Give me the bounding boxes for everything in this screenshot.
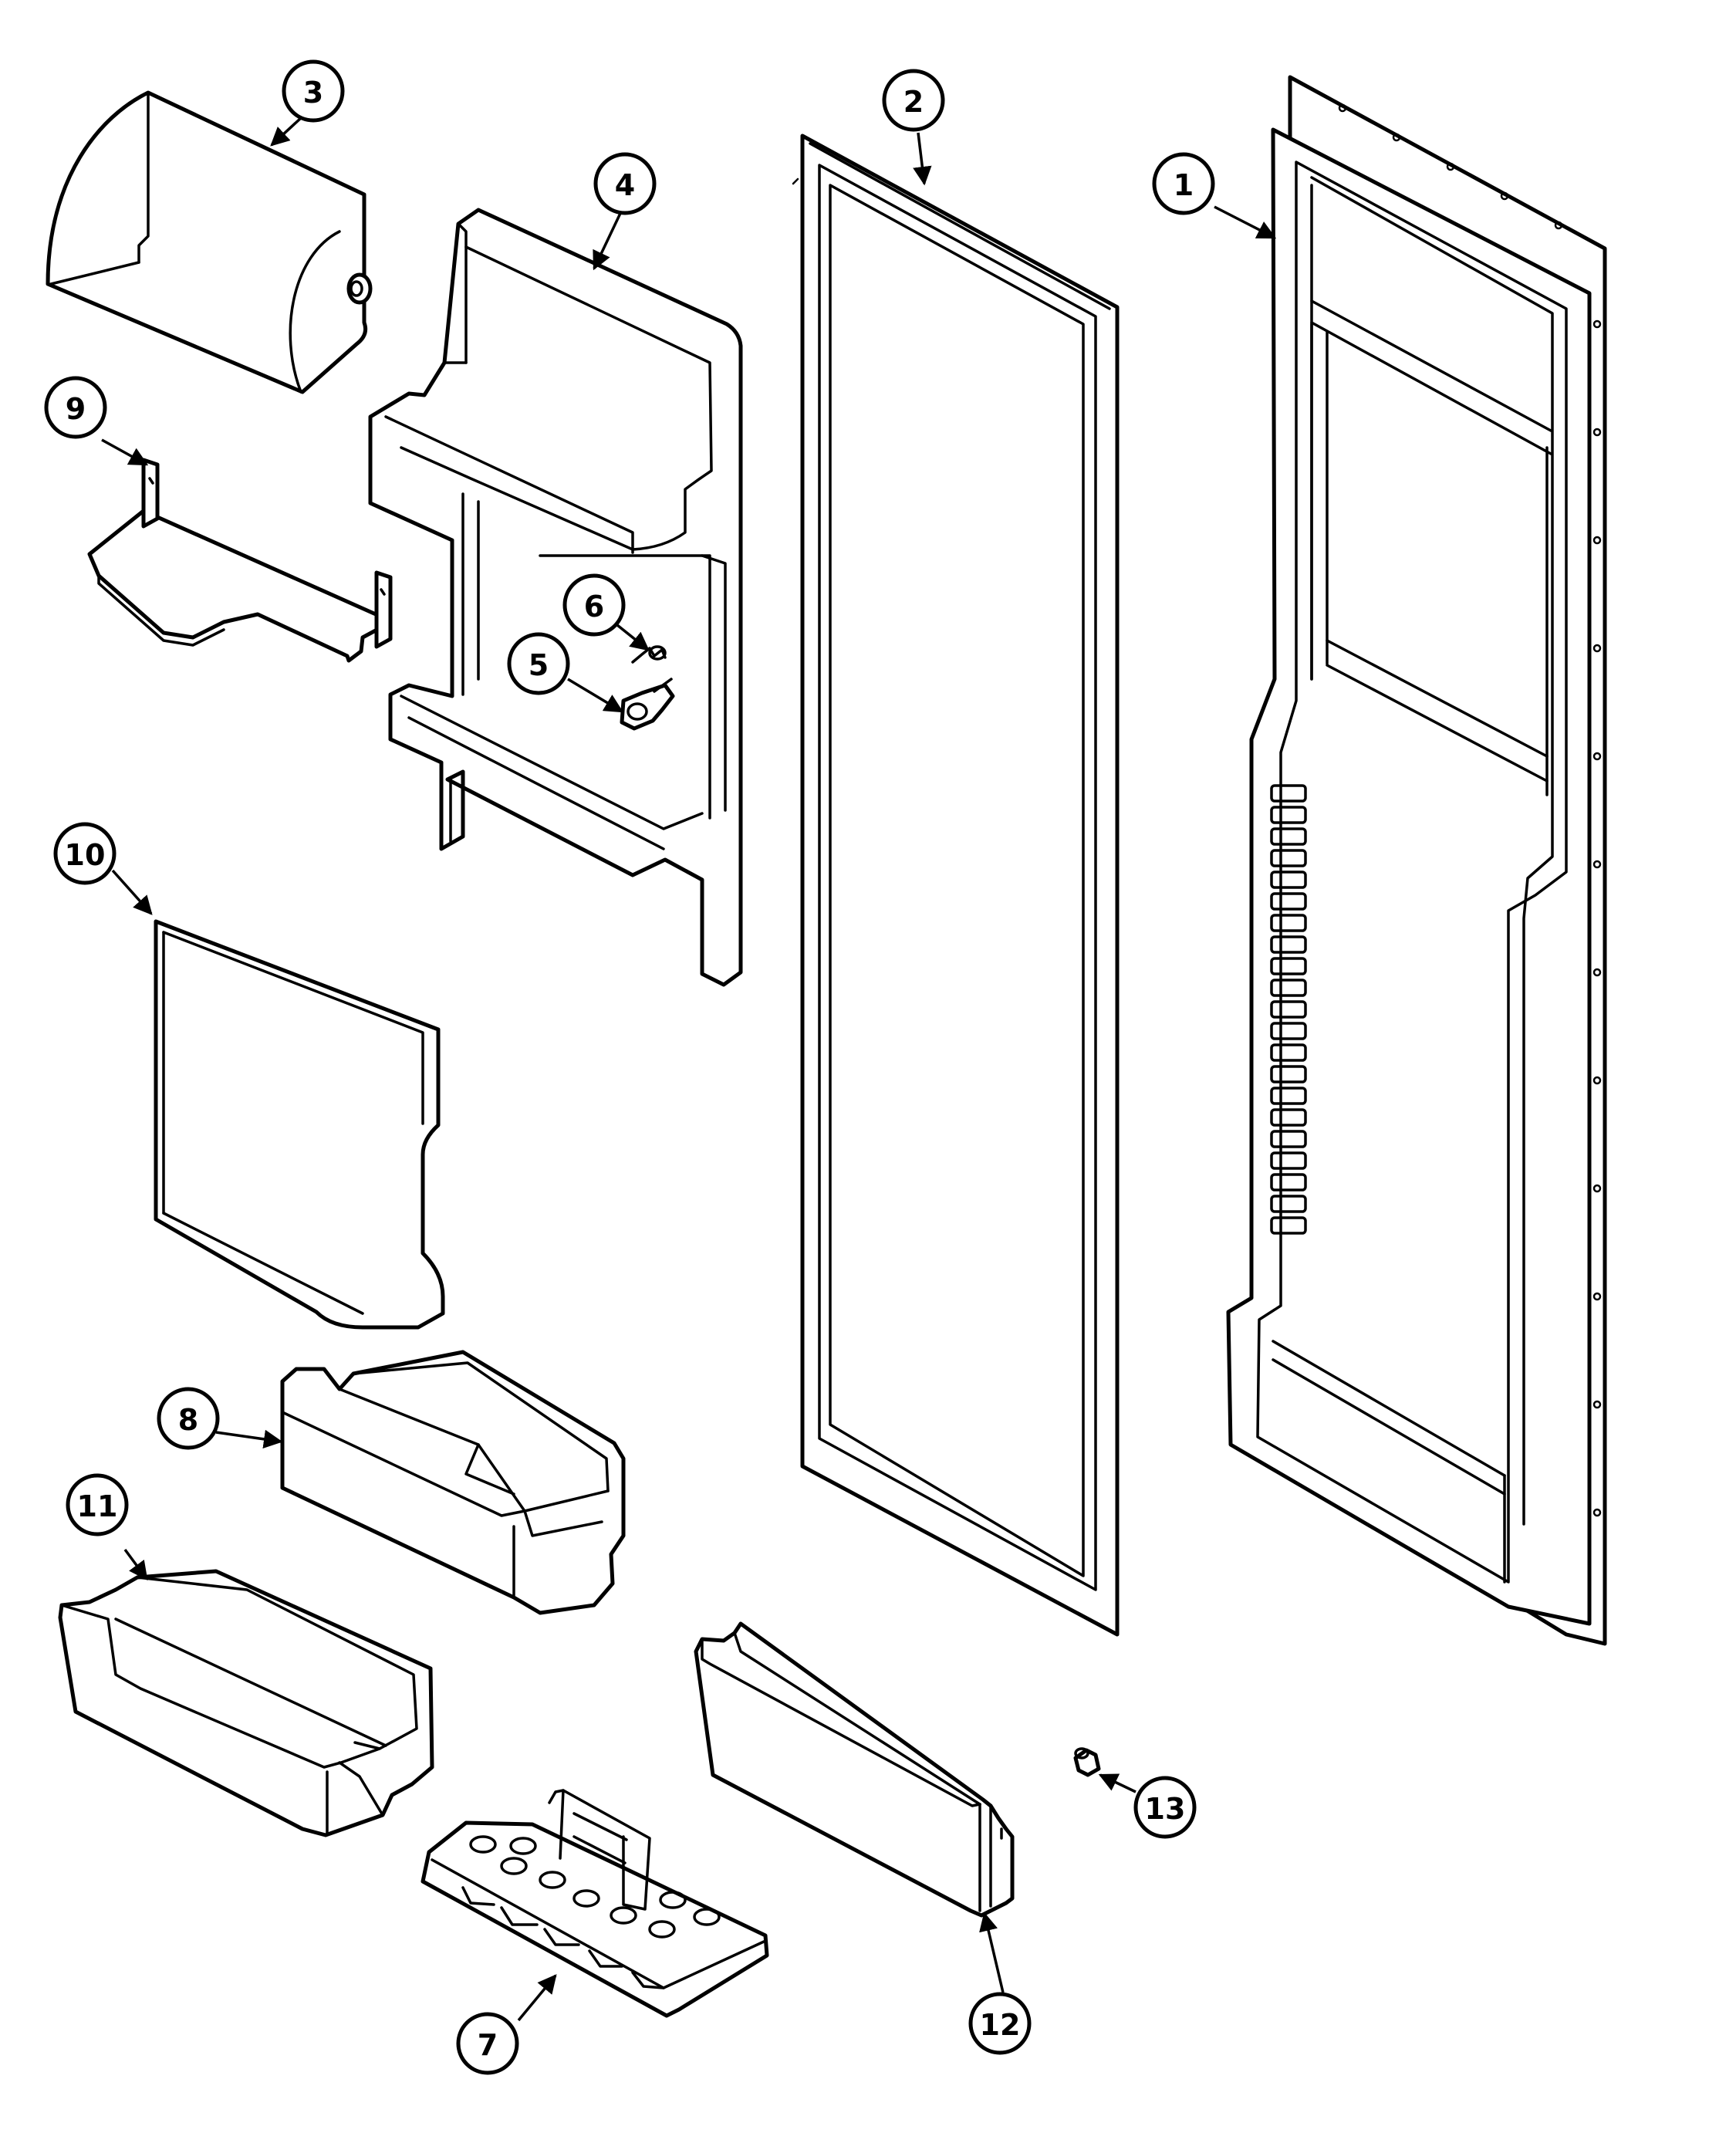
part-spring xyxy=(631,645,667,664)
callout-3: 3 xyxy=(282,59,345,123)
callout-6-label: 6 xyxy=(584,590,604,624)
part-shelf-bracket xyxy=(87,458,393,663)
part-upper-bin-frame xyxy=(368,208,743,987)
callout-11-label: 11 xyxy=(77,1489,118,1523)
leader-lines xyxy=(101,106,1277,2022)
part-door-liner xyxy=(1226,75,1607,1646)
callout-5: 5 xyxy=(507,632,570,695)
callout-13-label: 13 xyxy=(1145,1792,1186,1826)
callout-8: 8 xyxy=(157,1387,220,1450)
flange-screw-holes xyxy=(1338,103,1602,1517)
callout-5-label: 5 xyxy=(529,648,549,682)
callout-10-label: 10 xyxy=(65,838,106,872)
callout-7: 7 xyxy=(456,2012,519,2075)
callout-6: 6 xyxy=(562,573,626,637)
callout-12-label: 12 xyxy=(980,2008,1021,2042)
part-small-door-shelf xyxy=(694,1621,1015,1918)
callout-3-label: 3 xyxy=(303,76,323,110)
part-door-bin-lower xyxy=(58,1569,434,1837)
callout-2-label: 2 xyxy=(903,85,924,119)
callout-13: 13 xyxy=(1133,1776,1197,1839)
part-door-gasket xyxy=(792,134,1120,1637)
callout-4: 4 xyxy=(593,152,657,215)
callout-9: 9 xyxy=(44,376,107,439)
part-divider-panel xyxy=(154,919,445,1330)
part-dairy-door xyxy=(46,90,373,394)
shelf-rail-clips xyxy=(1270,784,1307,1235)
part-door-bin-upper xyxy=(280,1350,626,1615)
part-egg-tray xyxy=(420,1789,769,2018)
callout-1-label: 1 xyxy=(1174,168,1194,202)
callout-1: 1 xyxy=(1152,152,1215,215)
callout-7-label: 7 xyxy=(478,2028,498,2062)
callout-11: 11 xyxy=(66,1473,129,1536)
callout-12: 12 xyxy=(968,1992,1032,2055)
callout-8-label: 8 xyxy=(178,1403,198,1437)
callout-9-label: 9 xyxy=(66,392,86,426)
part-light-cap xyxy=(1073,1747,1101,1777)
callout-10: 10 xyxy=(53,822,117,885)
part-hinge-cam xyxy=(620,678,675,731)
callout-4-label: 4 xyxy=(615,168,635,202)
callout-2: 2 xyxy=(882,69,945,132)
